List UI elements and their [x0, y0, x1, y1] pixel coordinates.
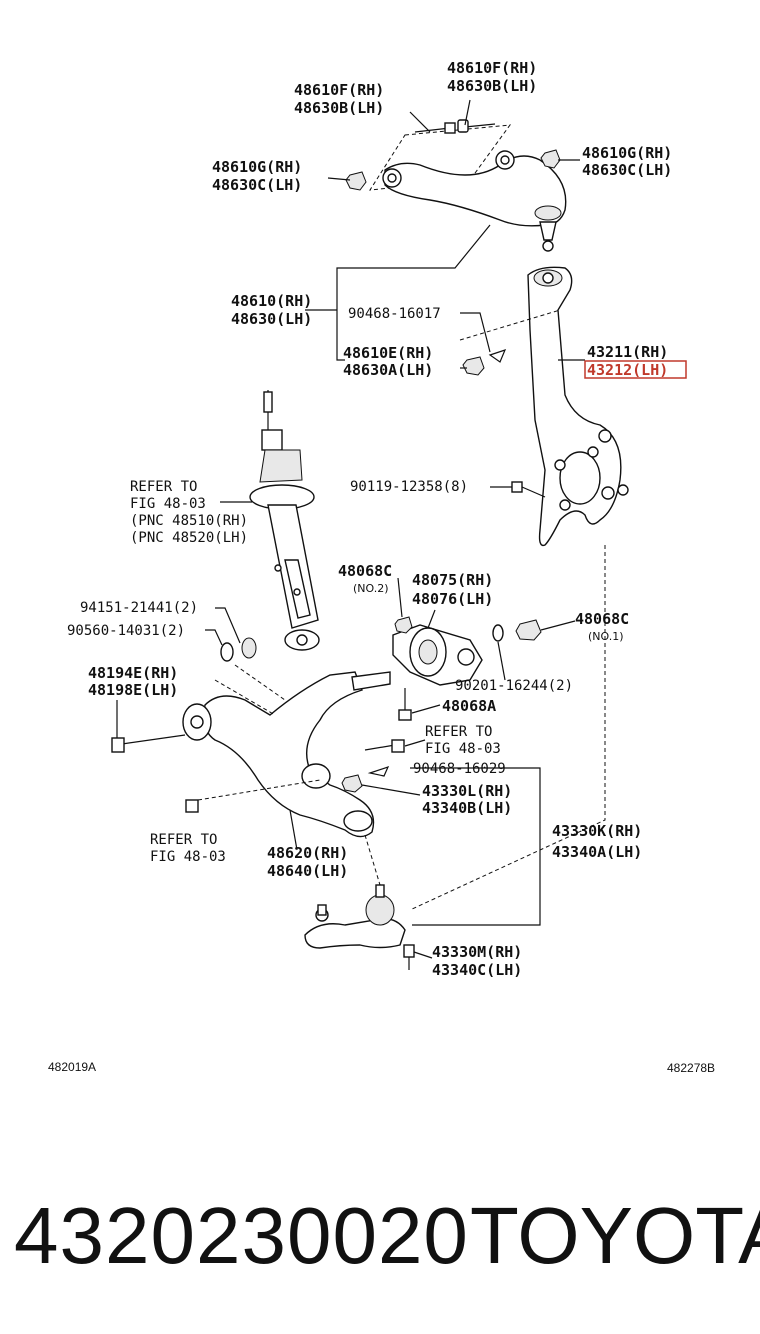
label-fig-48-03-2: FIG 48-03: [425, 741, 501, 757]
diagram-code-right: 482278B: [667, 1061, 715, 1075]
label-no2: (NO.2): [353, 582, 389, 595]
knuckle-bolt: [511, 481, 546, 498]
label-48620-rh: 48620(RH): [267, 844, 348, 862]
label-48075-rh: 48075(RH): [412, 571, 493, 589]
label-48068A: 48068A: [442, 697, 496, 715]
label-48194E-rh: 48194E(RH): [88, 664, 178, 682]
label-pnc-48520: (PNC 48520(LH): [130, 530, 248, 546]
label-48630C-lh-left: 48630C(LH): [212, 176, 302, 194]
label-48630B-lh-top: 48630B(LH): [447, 77, 537, 95]
label-90468-16029: 90468-16029: [413, 761, 506, 777]
label-pnc-48510: (PNC 48510(RH): [130, 513, 248, 529]
label-48610G-rh-left: 48610G(RH): [212, 158, 302, 176]
label-48610E-rh: 48610E(RH): [343, 344, 433, 362]
label-43330M-rh: 43330M(RH): [432, 943, 522, 961]
label-48068C-right: 48068C: [575, 610, 629, 628]
label-43212-lh: 43212(LH): [587, 361, 668, 379]
label-43340A-lh: 43340A(LH): [552, 843, 642, 861]
footer: 4320230020 TOYOTA: [0, 1180, 760, 1320]
label-48630-lh: 48630(LH): [231, 310, 312, 328]
label-43340B-lh: 43340B(LH): [422, 799, 512, 817]
part-labels: 48610F(RH) 48630B(LH) 48610F(RH) 48630B(…: [48, 59, 715, 1075]
brand-name: TOYOTA: [470, 1191, 760, 1280]
label-48630C-lh-right: 48630C(LH): [582, 161, 672, 179]
label-48610F-rh-left: 48610F(RH): [294, 81, 384, 99]
label-90119-12358: 90119-12358(8): [350, 479, 468, 495]
label-43330K-rh: 43330K(RH): [552, 822, 642, 840]
label-fig-48-03-3: FIG 48-03: [150, 849, 226, 865]
upper-control-arm: [345, 119, 567, 252]
lower-ball-joint: [304, 884, 415, 970]
steering-knuckle: [527, 266, 629, 547]
alignment-lines: [197, 545, 606, 911]
diagram-code-left: 482019A: [48, 1060, 96, 1074]
highlight-box: [584, 360, 687, 379]
label-43340C-lh: 43340C(LH): [432, 961, 522, 979]
shock-absorber: [249, 390, 320, 651]
lower-fasteners: [185, 739, 405, 813]
label-48630B-lh-left: 48630B(LH): [294, 99, 384, 117]
label-90201-16244: 90201-16244(2): [455, 678, 573, 694]
lower-control-arm: [111, 671, 391, 838]
castle-nut: [459, 309, 561, 376]
label-refer-to-3: REFER TO: [150, 832, 217, 848]
part-number: 4320230020: [14, 1191, 469, 1280]
label-48610F-rh-top: 48610F(RH): [447, 59, 537, 77]
label-48068C-top: 48068C: [338, 562, 392, 580]
label-48198E-lh: 48198E(LH): [88, 681, 178, 699]
label-fig-48-03-1: FIG 48-03: [130, 496, 206, 512]
label-refer-to-2: REFER TO: [425, 724, 492, 740]
label-43330L-rh: 43330L(RH): [422, 782, 512, 800]
label-48630A-lh: 48630A(LH): [343, 361, 433, 379]
label-no1: (NO.1): [588, 630, 624, 643]
label-48610-rh: 48610(RH): [231, 292, 312, 310]
lower-arm-bushing: [392, 616, 542, 721]
label-90560-14031: 90560-14031(2): [67, 623, 185, 639]
label-90468-16017: 90468-16017: [348, 306, 441, 322]
label-94151-21441: 94151-21441(2): [80, 600, 198, 616]
label-refer-to-1: REFER TO: [130, 479, 197, 495]
label-48610G-rh-right: 48610G(RH): [582, 144, 672, 162]
lower-washers: [220, 637, 257, 662]
label-48076-lh: 48076(LH): [412, 590, 493, 608]
leader-lines: [116, 99, 585, 959]
label-48640-lh: 48640(LH): [267, 862, 348, 880]
label-43211-rh: 43211(RH): [587, 343, 668, 361]
